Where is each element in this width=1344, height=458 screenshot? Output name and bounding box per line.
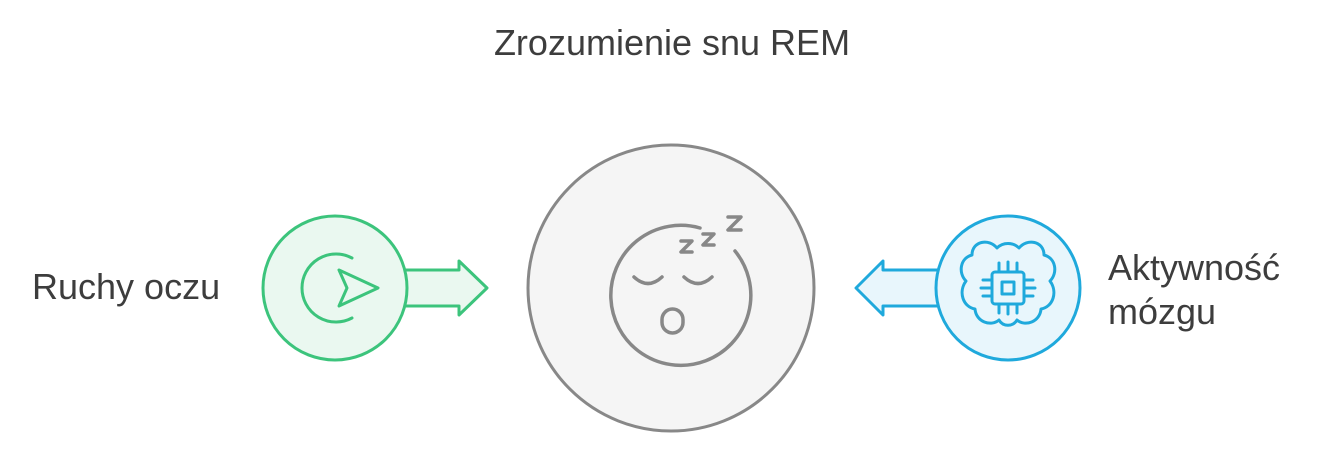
rem-sleep-node [526, 143, 816, 433]
brain-activity-label-line1: Aktywność [1108, 247, 1281, 288]
brain-chip-icon [959, 240, 1057, 327]
brain-activity-circle [934, 214, 1082, 362]
sleeping-face-icon [609, 215, 753, 368]
rem-sleep-circle [526, 143, 816, 433]
right-arrow [854, 259, 948, 317]
eye-movement-play-icon [300, 252, 380, 324]
eye-movement-circle [261, 214, 409, 362]
snore-z-icon [679, 215, 743, 254]
diagram-title: Zrozumienie snu REM [493, 22, 851, 63]
left-arrow [393, 259, 489, 317]
eye-movement-label: Ruchy oczu [32, 266, 221, 307]
brain-activity-label-line2: mózgu [1108, 291, 1217, 332]
eye-movement-node [261, 214, 409, 362]
brain-activity-node [934, 214, 1082, 362]
brain-activity-label: Aktywność mózgu [1108, 246, 1280, 334]
